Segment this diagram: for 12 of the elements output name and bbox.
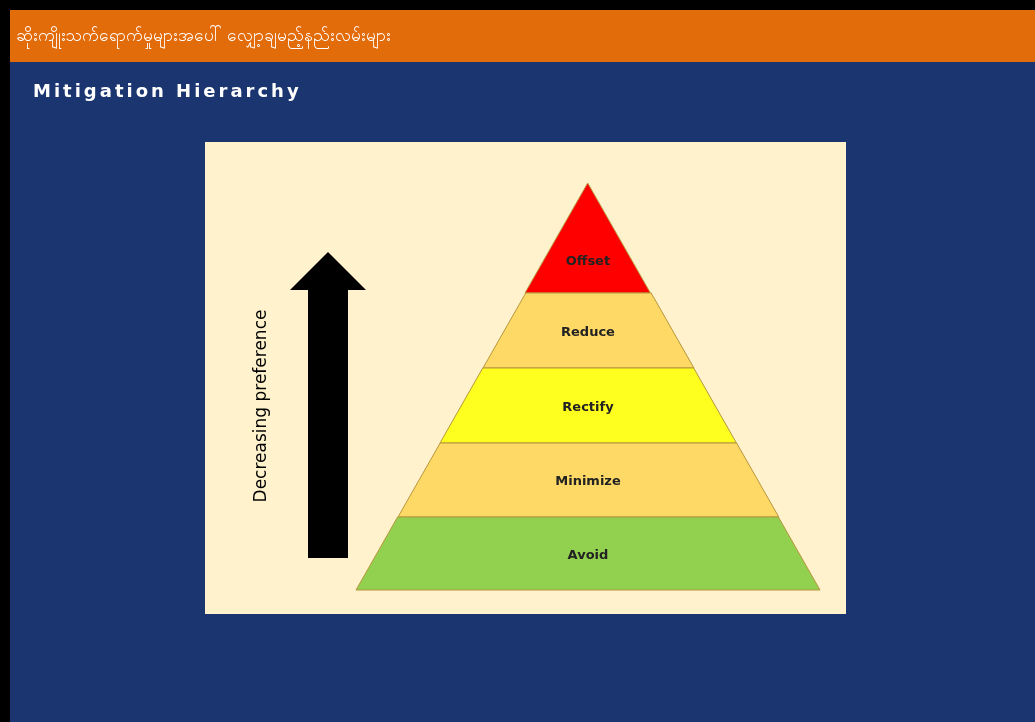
slide-heading: Mitigation Hierarchy — [33, 79, 302, 103]
pyramid-tier — [356, 517, 820, 590]
tier-label: Reduce — [561, 323, 615, 338]
pyramid-tier — [482, 293, 694, 368]
tier-label: Avoid — [567, 546, 609, 561]
pyramid-apex — [525, 183, 651, 293]
tier-label: Rectify — [562, 398, 614, 413]
title-text: ဆိုးကျိုးသက်ရောက်မှုများအပေါ် လျှော့ချမည့်နည်းလမ်းများ — [16, 22, 392, 48]
pyramid-tier — [439, 368, 737, 443]
axis-label: Decreasing preference — [249, 309, 271, 503]
tier-label: Minimize — [555, 472, 621, 488]
tier-label: Offset — [565, 252, 611, 268]
